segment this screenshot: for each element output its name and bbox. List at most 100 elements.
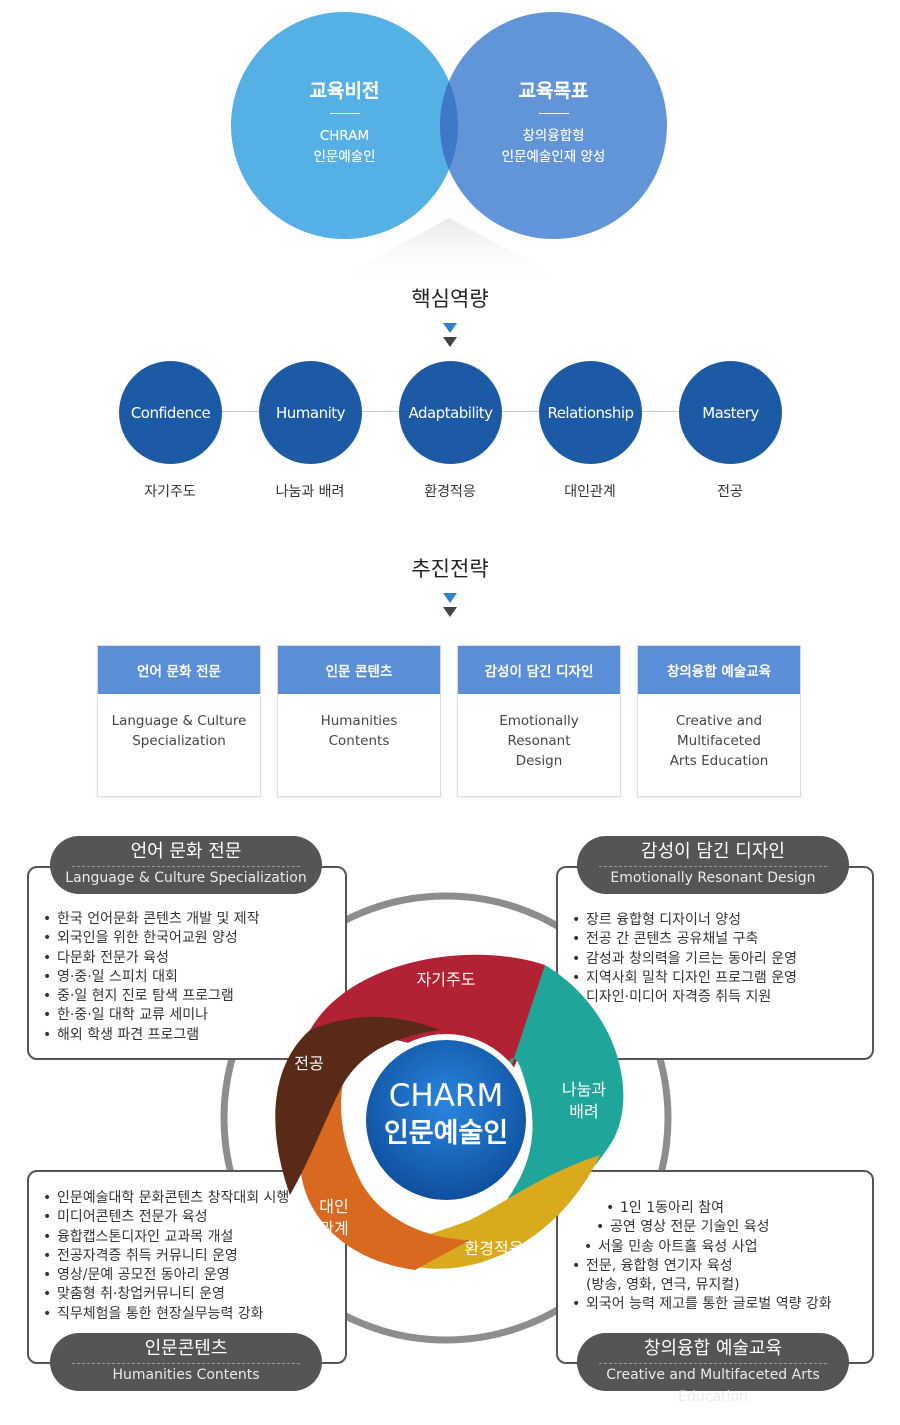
core-competency-heading: 핵심역량	[411, 287, 489, 311]
panel-subtitle: Language & Culture Specialization	[65, 870, 307, 886]
goal-text-layer: 교육목표 창의융합형 인문예술인재 양성	[440, 12, 667, 239]
arrow-down-icon	[443, 337, 457, 347]
petal-label-right-1: 나눔과	[562, 1080, 606, 1099]
competency-confidence: Confidence	[119, 361, 222, 464]
education-vision-circle: 교육비전 CHRAM 인문예술인	[231, 12, 458, 239]
competency-label: 환경적응	[424, 484, 476, 500]
strategy-line: Design	[515, 753, 563, 769]
panel-item: 공연 영상 전문 기술인 육성	[596, 1218, 872, 1238]
center-circle	[366, 1040, 526, 1200]
arrow-down-icon	[443, 593, 457, 603]
strategy-line: Humanities	[320, 713, 398, 729]
competency-adaptability: Adaptability	[399, 361, 502, 464]
goal-line2: 인문예술인재 양성	[501, 149, 606, 165]
panel-item: 서울 민송 아트홀 육성 사업	[584, 1238, 872, 1258]
education-goal-circle: 교육목표 창의융합형 인문예술인재 양성	[440, 12, 667, 239]
strategy-line: Creative and	[675, 713, 763, 729]
strategy-line: Contents	[328, 733, 390, 749]
panel-item: 영·중·일 스피치 대회	[43, 968, 345, 988]
panel-header-arts: 창의융합 예술교육 Creative and Multifaceted Arts…	[577, 1333, 849, 1405]
vision-divider-overlay	[329, 113, 360, 114]
petal-label-bottom: 환경적응	[465, 1239, 524, 1258]
competency-label: 전공	[717, 484, 743, 500]
panel-item: 융합캡스톤디자인 교과목 개설	[43, 1228, 345, 1248]
panel-subtitle: Emotionally Resonant Design	[610, 870, 816, 886]
competency-label: 대인관계	[564, 484, 616, 500]
panel-item: 장르 융합형 디자이너 양성	[572, 911, 872, 931]
vision-text-layer: 교육비전 CHRAM 인문예술인	[231, 12, 458, 239]
competency-label: 자기주도	[144, 484, 196, 500]
panel-header-design: 감성이 담긴 디자인 Emotionally Resonant Design	[577, 836, 849, 894]
panel-item: 맞춤형 취·창업커뮤니티 운영	[43, 1285, 345, 1305]
vision-line2: 인문예술인	[313, 149, 376, 165]
petal-label-right-2: 배려	[569, 1102, 598, 1121]
petal-label-left-2: 관계	[319, 1219, 348, 1238]
panel-title: 언어 문화 전문	[130, 841, 242, 862]
petal-relationship	[300, 1035, 470, 1270]
competency-label: 나눔과 배려	[275, 484, 345, 500]
goal-divider-overlay	[538, 113, 569, 114]
strategy-box: 창의융합 예술교육 Creative and Multifaceted Arts…	[637, 645, 801, 797]
strategy-title: 창의융합 예술교육	[638, 646, 800, 694]
panel-item: 전공 간 콘텐츠 공유채널 구축	[572, 930, 872, 950]
strategy-box: 감성이 담긴 디자인 Emotionally Resonant Design	[457, 645, 621, 797]
panel-title-divider	[71, 1363, 301, 1364]
panel-header-language: 언어 문화 전문 Language & Culture Specializati…	[50, 836, 322, 894]
panel-item: 직무체험을 통한 현장실무능력 강화	[43, 1305, 345, 1325]
panel-subtitle: Creative and Multifaceted Arts Education	[606, 1367, 820, 1405]
strategy-line: Emotionally	[499, 713, 579, 729]
center-line1: CHARM	[389, 1078, 503, 1114]
vision-line2-overlay: 인문예술인	[313, 149, 376, 165]
strategy-title: 언어 문화 전문	[98, 646, 260, 694]
panel-humanities-contents: 인문예술대학 문화콘텐츠 창작대회 시행 미디어콘텐츠 전문가 육성 융합캡스톤…	[27, 1170, 347, 1364]
petal-wheel: CHARM 인문예술인 자기주도 나눔과 배려 환경적응 대인 관계 전공	[275, 954, 624, 1270]
strategy-line: Language & Culture	[111, 713, 247, 729]
vision-title-overlay: 교육비전	[309, 80, 380, 102]
arrow-down-icon	[443, 607, 457, 617]
strategy-title: 인문 콘텐츠	[278, 646, 440, 694]
panel-title-divider	[71, 866, 301, 867]
strategy-heading: 추진전략	[411, 557, 489, 581]
goal-title: 교육목표	[518, 80, 589, 102]
panel-subtitle: Humanities Contents	[112, 1367, 260, 1383]
panel-title-divider	[598, 866, 828, 867]
panel-title: 창의융합 예술교육	[643, 1338, 783, 1359]
outer-ring	[220, 892, 672, 1344]
goal-line2-overlay: 인문예술인재 양성	[501, 149, 606, 165]
arrow-down-icon	[443, 323, 457, 333]
panel-item: 전문, 융합형 연기자 육성	[572, 1257, 872, 1277]
petal-label-topleft: 전공	[294, 1054, 323, 1073]
petal-label-left-1: 대인	[319, 1197, 348, 1216]
goal-line1-overlay: 창의융합형	[522, 128, 585, 144]
panel-header-humanities: 인문콘텐츠 Humanities Contents	[50, 1333, 322, 1391]
panel-item: 해외 학생 파견 프로그램	[43, 1026, 345, 1046]
panel-item: 한국 언어문화 콘텐츠 개발 및 제작	[43, 910, 345, 930]
competency-humanity: Humanity	[259, 361, 362, 464]
panel-arts-education: 1인 1동아리 참여 공연 영상 전문 기술인 육성 서울 민송 아트홀 육성 …	[556, 1170, 874, 1364]
center-line2: 인문예술인	[384, 1118, 508, 1149]
panel-item: 1인 1동아리 참여	[606, 1199, 872, 1219]
panel-item: 감성과 창의력을 기르는 동아리 운영	[572, 950, 872, 970]
charm-diagram	[220, 892, 672, 1344]
vision-line1-overlay: CHRAM	[319, 128, 370, 144]
petal-mastery	[275, 1016, 440, 1195]
goal-title-overlay: 교육목표	[518, 80, 589, 102]
goal-line1: 창의융합형	[522, 128, 585, 144]
panel-item: 영상/문예 공모전 동아리 운영	[43, 1266, 345, 1286]
panel-language-culture: 한국 언어문화 콘텐츠 개발 및 제작 외국인을 위한 한국어교원 양성 다문화…	[27, 866, 347, 1060]
strategy-line: Resonant	[507, 733, 571, 749]
strategy-line: Arts Education	[669, 753, 769, 769]
circle-overlap	[325, 12, 575, 285]
panel-item: 다문화 전문가 육성	[43, 949, 345, 969]
panel-item-text: (방송, 영화, 연극, 뮤지컬)	[586, 1277, 740, 1294]
panel-title: 감성이 담긴 디자인	[641, 841, 785, 862]
panel-title: 인문콘텐츠	[144, 1338, 228, 1359]
strategy-line: Multifaceted	[677, 733, 761, 749]
petal-label-top: 자기주도	[417, 970, 476, 989]
panel-item-continued: (방송, 영화, 연극, 뮤지컬)	[572, 1276, 872, 1295]
vision-line1: CHRAM	[319, 128, 370, 144]
panel-item: 외국어 능력 제고를 통한 글로벌 역량 강화	[572, 1295, 872, 1315]
vision-title: 교육비전	[309, 80, 380, 102]
strategy-box: 인문 콘텐츠 Humanities Contents	[277, 645, 441, 797]
panel-item: 중·일 현지 진로 탐색 프로그램	[43, 987, 345, 1007]
